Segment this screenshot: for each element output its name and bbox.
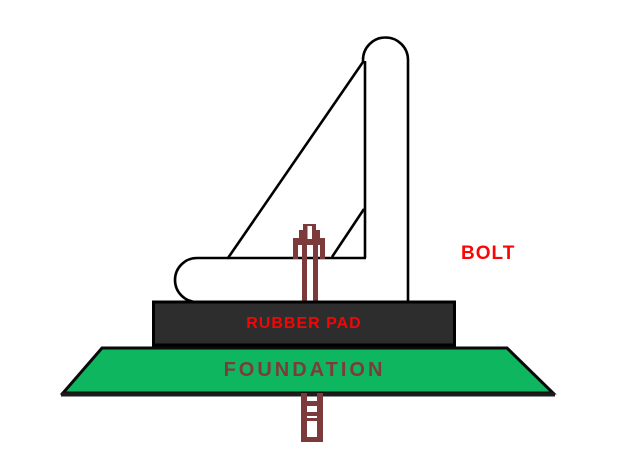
bolt-lower-bottom-bar xyxy=(301,437,323,442)
bolt-flange-left-leg xyxy=(293,244,298,259)
bolt-flange-right-leg xyxy=(320,244,325,259)
foundation-label: FOUNDATION xyxy=(223,359,386,381)
bolt-lower-left-rail xyxy=(301,393,307,442)
anchor-bolt-lower xyxy=(301,393,323,442)
bolt-center-slot xyxy=(307,226,312,239)
bolt-shaft-right xyxy=(313,244,318,303)
bolt-thread-rung-1 xyxy=(305,401,319,406)
bolt-thread-rung-3 xyxy=(305,418,319,421)
machine-gusset-line xyxy=(330,208,366,258)
rubber-pad-label: RUBBER PAD xyxy=(246,314,362,332)
machine-body-outline xyxy=(173,36,410,304)
anchor-bolt-upper xyxy=(293,224,325,303)
bolt-shaft-left xyxy=(302,244,307,303)
bolt-label: BOLT xyxy=(461,243,516,264)
rubber-pad-shape xyxy=(152,300,456,347)
bolt-thread-rung-2 xyxy=(305,412,319,416)
bolt-lower-right-rail xyxy=(317,393,323,442)
bolt-flange-bar xyxy=(293,238,325,245)
